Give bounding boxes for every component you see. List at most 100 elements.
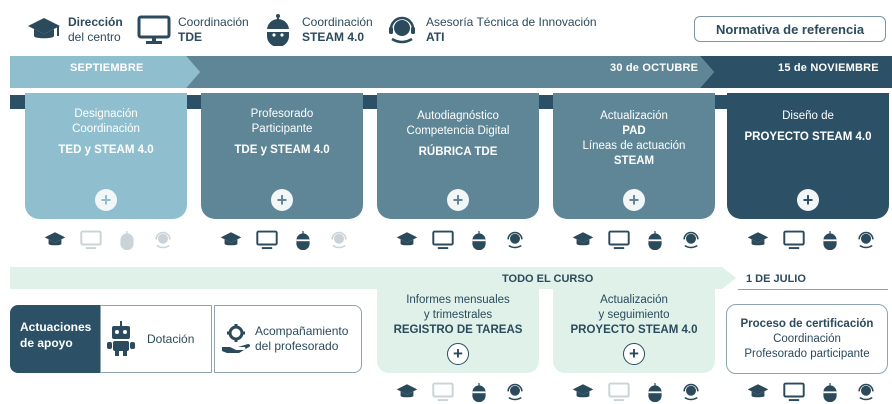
monitor-icon bbox=[136, 13, 172, 47]
card-seguimiento-b1: PROYECTO STEAM 4.0 bbox=[570, 324, 698, 336]
card-designacion-l2: Coordinación bbox=[72, 123, 140, 135]
certificacion-l2: Profesorado participante bbox=[744, 348, 870, 360]
legend-ati-title: Asesoría Técnica de Innovación bbox=[426, 15, 597, 29]
card-registro-l1: Informes mensuales bbox=[406, 294, 510, 306]
card-diseno-b1: PROYECTO STEAM 4.0 bbox=[744, 131, 872, 143]
legend-tde-title: Coordinación bbox=[178, 15, 249, 29]
julio-underline bbox=[738, 289, 888, 290]
roles-row-autodiagnostico bbox=[396, 228, 540, 252]
actuaciones-de-apoyo: Actuaciones de apoyo bbox=[10, 305, 100, 373]
headset-icon bbox=[384, 13, 420, 47]
card-seguimiento-l1: Actualización bbox=[600, 294, 668, 306]
expand-button-seguimiento[interactable]: + bbox=[623, 343, 645, 365]
card-seguimiento-l2: y seguimiento bbox=[598, 309, 670, 321]
card-profesorado-l2: Participante bbox=[251, 123, 313, 135]
label-todo-el-curso: TODO EL CURSO bbox=[502, 273, 594, 285]
label-noviembre: 15 de NOVIEMBRE bbox=[778, 62, 879, 74]
graduation-cap-icon bbox=[396, 381, 418, 403]
graduation-cap-icon bbox=[220, 229, 242, 251]
connector-1 bbox=[186, 95, 202, 109]
card-actualizacion-l2: Líneas de actuación bbox=[582, 140, 686, 152]
expand-button-designacion[interactable]: + bbox=[95, 189, 117, 211]
timeline-band bbox=[10, 56, 892, 88]
headset-icon bbox=[152, 229, 174, 251]
certificacion-title: Proceso de certificación bbox=[740, 318, 874, 330]
roles-row-actualizacion bbox=[572, 228, 716, 252]
headset-icon bbox=[504, 229, 526, 251]
legend-steam-sub: STEAM 4.0 bbox=[302, 30, 365, 44]
headset-icon bbox=[680, 381, 702, 403]
label-julio: 1 DE JULIO bbox=[746, 273, 806, 285]
robot-head-icon bbox=[644, 381, 666, 403]
card-designacion-b1: TED y STEAM 4.0 bbox=[58, 144, 154, 156]
graduation-cap-icon bbox=[572, 381, 594, 403]
card-actualizacion-l1: Actualización bbox=[600, 110, 668, 122]
card-seguimiento: Actualización y seguimiento PROYECTO STE… bbox=[553, 289, 715, 373]
card-autodiagnostico-l2: Competencia Digital bbox=[406, 125, 510, 137]
graduation-cap-icon bbox=[396, 229, 418, 251]
actuaciones-line2: de apoyo bbox=[20, 336, 73, 350]
acompanamiento-label: Acompañamiento del profesorado bbox=[255, 324, 348, 354]
expand-button-diseno[interactable]: + bbox=[797, 189, 819, 211]
card-actualizacion-b1: PAD bbox=[622, 125, 646, 137]
robot-head-icon bbox=[260, 13, 296, 47]
expand-button-actualizacion[interactable]: + bbox=[623, 189, 645, 211]
headset-icon bbox=[855, 229, 877, 251]
legend-steam-title: Coordinación bbox=[302, 15, 373, 29]
card-diseno: Diseño de PROYECTO STEAM 4.0 + bbox=[727, 93, 889, 219]
legend-direccion-title: Dirección bbox=[68, 15, 123, 29]
headset-icon bbox=[855, 381, 877, 403]
legend-ati-sub: ATI bbox=[426, 30, 445, 44]
acompanamiento-line2: del profesorado bbox=[255, 339, 339, 353]
robot-head-icon bbox=[468, 381, 490, 403]
monitor-icon bbox=[256, 229, 278, 251]
connector-left bbox=[10, 95, 26, 109]
roles-row-registro bbox=[396, 380, 540, 404]
dotacion-box[interactable]: Dotación bbox=[100, 305, 212, 373]
monitor-icon bbox=[432, 381, 454, 403]
normativa-button[interactable]: Normativa de referencia bbox=[694, 16, 886, 42]
graduation-cap-icon bbox=[26, 13, 62, 47]
robot-head-icon bbox=[819, 381, 841, 403]
card-autodiagnostico-b1: RÚBRICA TDE bbox=[418, 146, 498, 158]
card-actualizacion-b2: STEAM bbox=[613, 155, 655, 167]
roles-row-seguimiento bbox=[572, 380, 716, 404]
roles-row-profesorado bbox=[220, 228, 364, 252]
monitor-icon bbox=[783, 381, 805, 403]
acompanamiento-box[interactable]: Acompañamiento del profesorado bbox=[214, 305, 362, 373]
graduation-cap-icon bbox=[747, 229, 769, 251]
graduation-cap-icon bbox=[747, 381, 769, 403]
card-profesorado-b1: TDE y STEAM 4.0 bbox=[234, 144, 330, 156]
card-autodiagnostico: Autodiagnóstico Competencia Digital RÚBR… bbox=[377, 93, 539, 219]
card-registro-l2: y trimestrales bbox=[423, 309, 493, 321]
label-septiembre: SEPTIEMBRE bbox=[70, 62, 144, 74]
robot-icon bbox=[101, 321, 141, 357]
label-octubre: 30 de OCTUBRE bbox=[610, 62, 699, 74]
todo-el-curso-arrow bbox=[722, 267, 736, 289]
roles-row-designacion bbox=[44, 228, 188, 252]
expand-button-profesorado[interactable]: + bbox=[271, 189, 293, 211]
connector-3 bbox=[538, 95, 554, 109]
robot-head-icon bbox=[644, 229, 666, 251]
card-profesorado-l1: Profesorado bbox=[250, 108, 314, 120]
expand-button-autodiagnostico[interactable]: + bbox=[447, 189, 469, 211]
graduation-cap-icon bbox=[44, 229, 66, 251]
expand-button-registro[interactable]: + bbox=[447, 343, 469, 365]
robot-head-icon bbox=[292, 229, 314, 251]
legend-tde-sub: TDE bbox=[178, 30, 202, 44]
robot-head-icon bbox=[819, 229, 841, 251]
todo-el-curso-band bbox=[10, 267, 722, 289]
certificacion-l1: Coordinación bbox=[773, 333, 841, 345]
gear-hand-icon bbox=[215, 323, 255, 355]
roles-row-certificacion bbox=[747, 380, 891, 404]
monitor-icon bbox=[608, 229, 630, 251]
card-designacion: Designación Coordinación TED y STEAM 4.0… bbox=[25, 93, 187, 219]
proceso-certificacion-box: Proceso de certificación Coordinación Pr… bbox=[726, 304, 888, 374]
card-profesorado: Profesorado Participante TDE y STEAM 4.0… bbox=[201, 93, 363, 219]
card-autodiagnostico-l1: Autodiagnóstico bbox=[417, 110, 499, 122]
headset-icon bbox=[504, 381, 526, 403]
dotacion-label: Dotación bbox=[147, 331, 195, 346]
